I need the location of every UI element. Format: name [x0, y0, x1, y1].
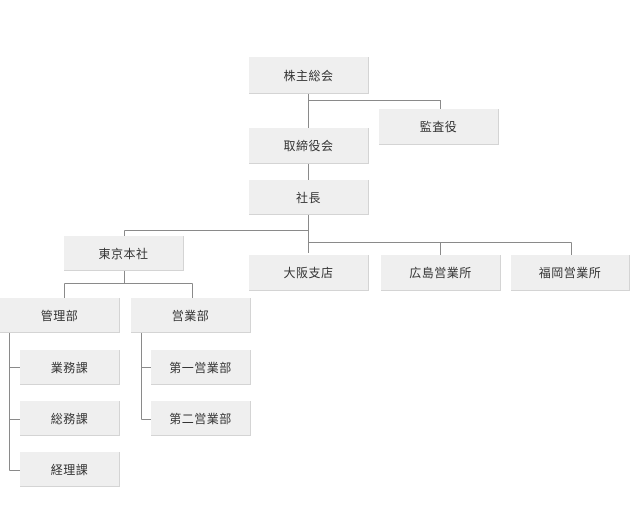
label-osaka: 大阪支店: [283, 266, 334, 280]
label-sales-dept: 営業部: [171, 308, 210, 323]
box-business-section: 業務課: [20, 350, 120, 385]
label-tokyo-hq: 東京本社: [98, 246, 149, 261]
label-admin-dept: 管理部: [40, 308, 79, 323]
label-accounting-section: 経理課: [50, 462, 89, 477]
box-sales-1: 第一営業部: [151, 350, 251, 385]
box-admin-dept: 管理部: [0, 298, 120, 333]
label-general-affairs-section: 総務課: [50, 411, 89, 426]
box-accounting-section: 経理課: [20, 452, 120, 487]
label-president: 社長: [295, 190, 321, 205]
connector-auditor: [308, 100, 441, 109]
box-sales-2: 第二営業部: [151, 401, 251, 436]
label-fukuoka: 福岡営業所: [538, 266, 602, 280]
box-osaka: 大阪支店: [249, 255, 369, 291]
label-board: 取締役会: [283, 139, 334, 153]
label-business-section: 業務課: [50, 360, 89, 375]
box-shareholders: 株主総会: [249, 57, 369, 94]
box-president: 社長: [249, 180, 369, 215]
box-general-affairs-section: 総務課: [20, 401, 120, 436]
box-auditor: 監査役: [379, 109, 499, 145]
box-board: 取締役会: [249, 128, 369, 164]
label-hiroshima: 広島営業所: [409, 266, 472, 280]
label-sales-1: 第一営業部: [169, 360, 232, 375]
label-sales-2: 第二営業部: [169, 411, 232, 426]
box-sales-dept: 営業部: [131, 298, 251, 333]
label-shareholders: 株主総会: [283, 68, 334, 83]
label-auditor: 監査役: [419, 120, 458, 134]
box-hiroshima: 広島営業所: [381, 255, 501, 291]
box-fukuoka: 福岡営業所: [511, 255, 630, 291]
box-tokyo-hq: 東京本社: [64, 236, 184, 271]
